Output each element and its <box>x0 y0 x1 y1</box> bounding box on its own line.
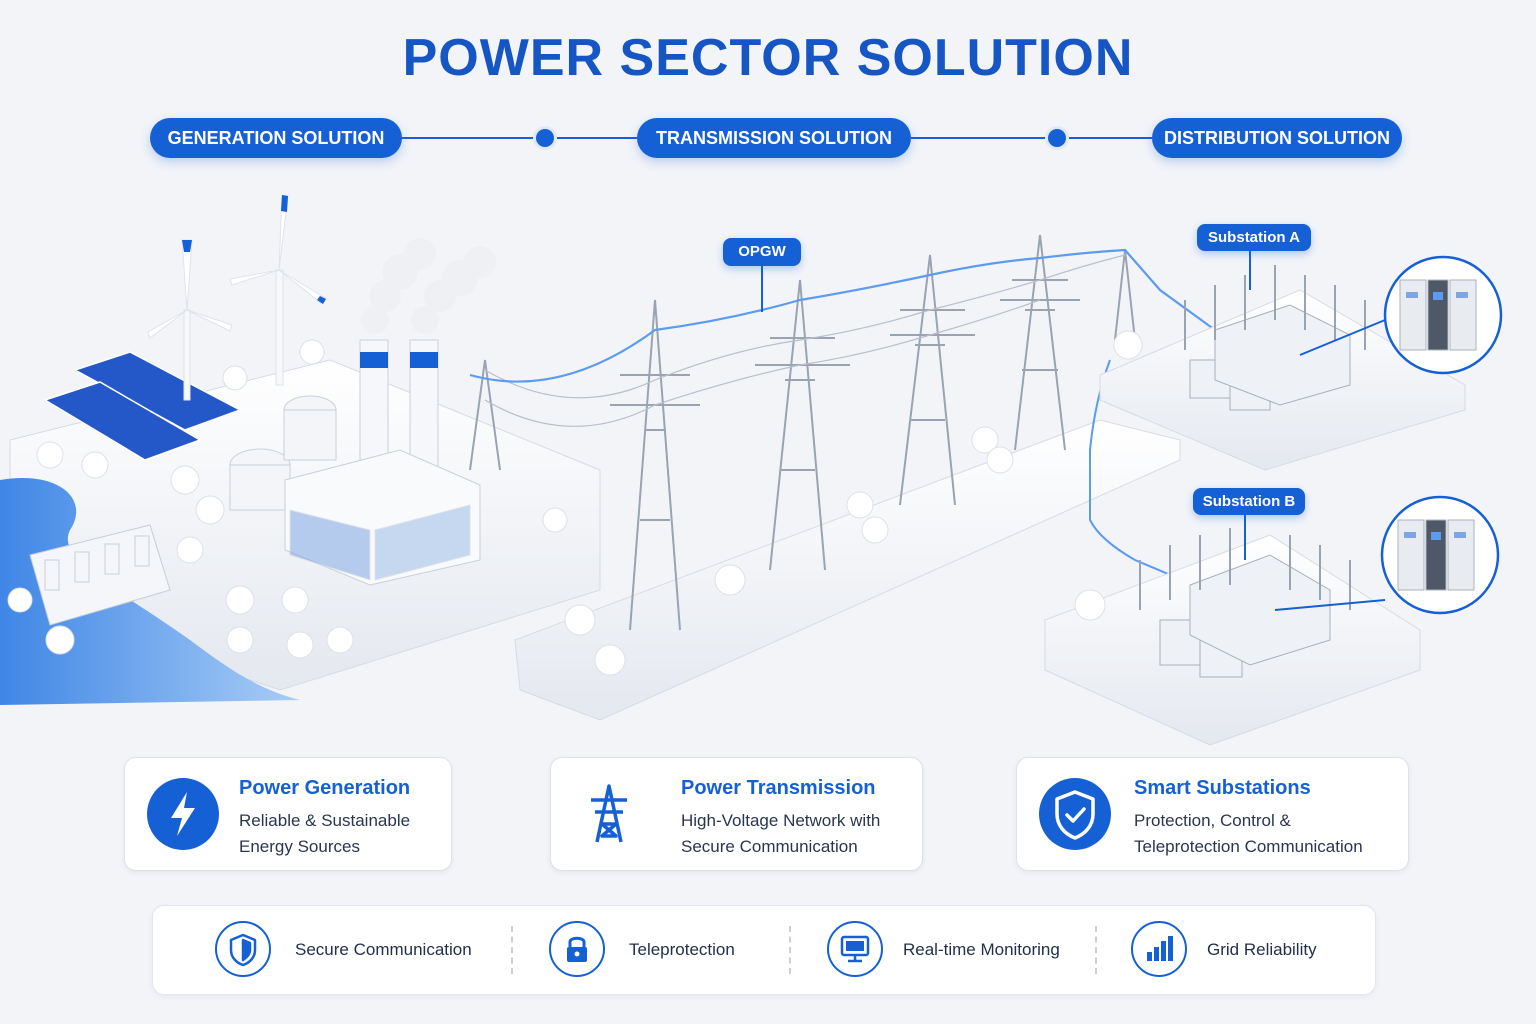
substation-a-label: Substation A <box>1197 224 1311 251</box>
lock-icon <box>549 921 605 977</box>
power-transmission-card: Power Transmission High-Voltage Network … <box>550 757 923 871</box>
smart-substations-card: Smart Substations Protection, Control & … <box>1016 757 1409 871</box>
stage-connector-dot <box>1048 129 1066 147</box>
bar-chart-icon <box>1131 921 1187 977</box>
opgw-label: OPGW <box>723 238 801 266</box>
power-grid-illustration <box>0 194 1503 746</box>
river <box>0 478 300 705</box>
smoke-plume <box>361 238 496 334</box>
control-cabinet-zoom-a <box>1299 255 1503 375</box>
hydro-dam <box>29 524 171 626</box>
wind-turbine <box>147 194 326 401</box>
feature-divider <box>789 926 791 974</box>
features-bar: Secure Communication Teleprotection Real… <box>152 905 1376 995</box>
page-title: POWER SECTOR SOLUTION <box>402 29 1134 87</box>
transmission-towers <box>469 234 1136 631</box>
substation-b-platform <box>1044 515 1421 746</box>
control-cabinet-zoom-b <box>1274 495 1500 615</box>
transmission-tower-icon <box>573 778 645 850</box>
distribution-solution-pill[interactable]: DISTRIBUTION SOLUTION <box>1152 118 1402 158</box>
transmission-solution-pill[interactable]: TRANSMISSION SOLUTION <box>637 118 911 158</box>
card-title: Power Generation <box>239 777 411 799</box>
monitor-icon <box>827 921 883 977</box>
feature-label: Teleprotection <box>629 940 735 959</box>
power-plant <box>229 339 481 586</box>
power-generation-card: Power Generation Reliable & Sustainable … <box>124 757 452 871</box>
shield-check-icon <box>1039 778 1111 850</box>
substation-b-label: Substation B <box>1193 488 1305 515</box>
transmission-corridor <box>514 419 1181 721</box>
card-description: Reliable & Sustainable Energy Sources <box>239 811 411 856</box>
substation-a-platform <box>1099 250 1466 471</box>
card-description: Protection, Control & Teleprotection Com… <box>1134 811 1363 856</box>
feature-label: Real-time Monitoring <box>903 940 1060 959</box>
lightning-icon <box>147 778 219 850</box>
transmission-lines <box>484 254 1126 427</box>
card-description: High-Voltage Network with Secure Communi… <box>681 811 881 856</box>
shield-icon <box>215 921 271 977</box>
opgw-fiber-line <box>469 248 1216 383</box>
feature-label: Grid Reliability <box>1207 940 1317 959</box>
turbine-blade-tips <box>182 195 326 304</box>
feature-label: Secure Communication <box>295 940 472 959</box>
feature-divider <box>511 926 513 974</box>
trees <box>7 330 1143 676</box>
stage-connector <box>402 137 637 139</box>
card-title: Power Transmission <box>681 777 876 799</box>
card-title: Smart Substations <box>1134 777 1311 799</box>
feature-divider <box>1095 926 1097 974</box>
solar-panel-array <box>43 351 242 461</box>
stage-connector-dot <box>536 129 554 147</box>
stage-connector <box>911 137 1152 139</box>
generation-solution-pill[interactable]: GENERATION SOLUTION <box>150 118 402 158</box>
